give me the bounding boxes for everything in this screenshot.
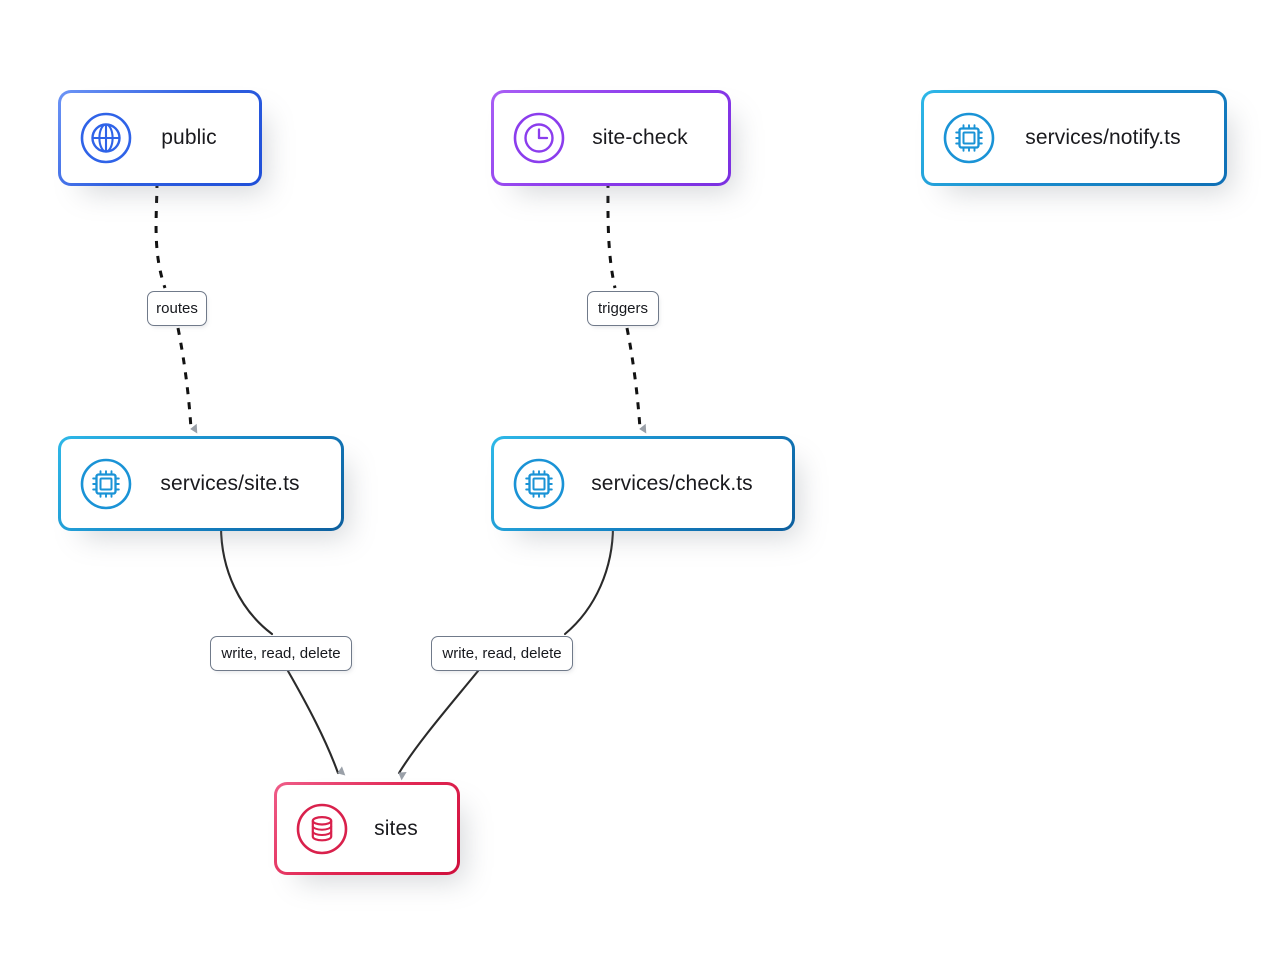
node-services-notify-label: services/notify.ts <box>1025 126 1181 149</box>
cpu-chip-icon <box>942 111 996 165</box>
node-services-site-label: services/site.ts <box>160 471 300 495</box>
node-services-check[interactable]: services/check.ts <box>491 436 795 531</box>
edge-label-routes: routes <box>147 291 207 326</box>
node-services-check-label: services/check.ts <box>591 471 753 495</box>
edge-label-write-read-delete-site: write, read, delete <box>210 636 352 671</box>
node-public-label: public <box>161 126 217 149</box>
node-public[interactable]: public <box>58 90 262 186</box>
edge-public-to-site <box>154 180 198 434</box>
cpu-chip-icon <box>79 457 133 511</box>
edge-sitecheck-to-check <box>606 180 647 434</box>
globe-icon <box>79 111 133 165</box>
node-site-check-label: site-check <box>592 126 688 149</box>
clock-icon <box>512 111 566 165</box>
edge-label-triggers: triggers <box>587 291 659 326</box>
node-site-check[interactable]: site-check <box>491 90 731 186</box>
node-services-notify[interactable]: services/notify.ts <box>921 90 1227 186</box>
database-icon <box>295 802 349 856</box>
node-services-site[interactable]: services/site.ts <box>58 436 344 531</box>
edge-label-write-read-delete-check: write, read, delete <box>431 636 573 671</box>
cpu-chip-icon <box>512 457 566 511</box>
edge-site-to-sites <box>219 524 346 776</box>
edge-check-to-sites <box>397 524 615 781</box>
node-sites-label: sites <box>374 816 418 840</box>
node-sites[interactable]: sites <box>274 782 460 875</box>
